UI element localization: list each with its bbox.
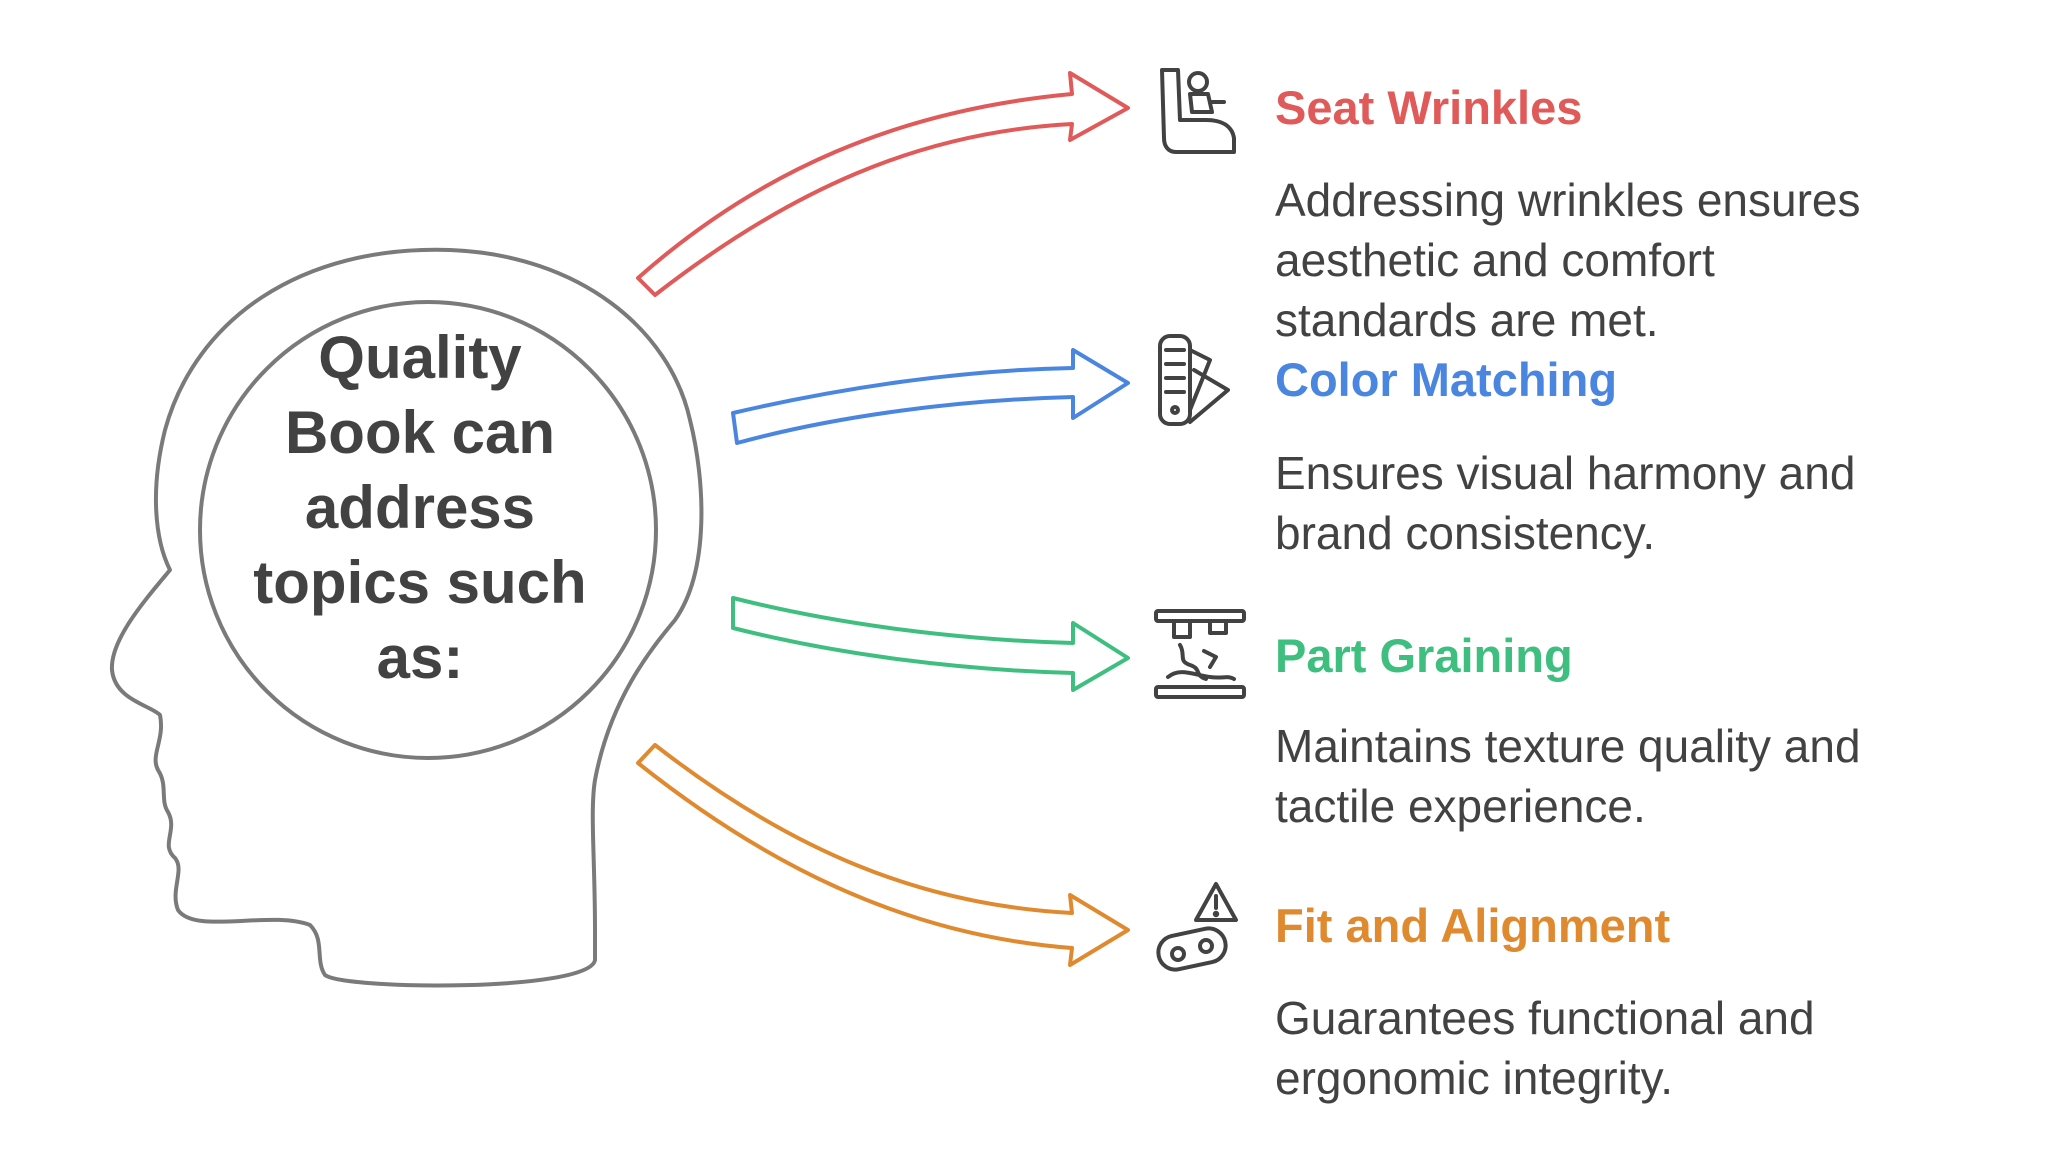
car-seat-icon: [1150, 60, 1250, 160]
description-line: brand consistency.: [1275, 507, 1656, 559]
seat-wrinkles-title: Seat Wrinkles: [1275, 81, 1583, 134]
description-line: ergonomic integrity.: [1275, 1052, 1673, 1104]
head-caption-line: Book can: [284, 399, 556, 466]
head-inner-circle: [198, 300, 658, 760]
description-line: Addressing wrinkles ensures: [1275, 174, 1861, 226]
fit-alignment-title: Fit and Alignment: [1275, 899, 1671, 952]
part-graining-title: Part Graining: [1275, 629, 1573, 682]
head-caption-line: address: [304, 474, 536, 541]
description-line: Ensures visual harmony and: [1275, 447, 1856, 499]
press-mold-icon: [1150, 605, 1250, 705]
head-caption-line: topics such: [253, 549, 587, 616]
description-line: aesthetic and comfort: [1275, 234, 1715, 286]
head-caption-line: as:: [376, 624, 464, 691]
head-silhouette: [109, 247, 704, 988]
head-caption-line: Quality: [318, 324, 522, 391]
head-caption: Quality Book can address topics such as:: [240, 320, 600, 695]
seat-wrinkles-description: Addressing wrinkles ensures aesthetic an…: [1275, 170, 1975, 350]
description-line: Guarantees functional and: [1275, 992, 1815, 1044]
arrow-color-matching: [731, 348, 1130, 445]
arrow-fit-alignment: [636, 743, 1130, 967]
color-matching-description: Ensures visual harmony and brand consist…: [1275, 443, 1975, 563]
part-graining-description: Maintains texture quality and tactile ex…: [1275, 716, 1975, 836]
description-line: Maintains texture quality and: [1275, 720, 1861, 772]
conveyor-warning-icon: [1150, 880, 1250, 980]
arrow-part-graining: [731, 596, 1130, 692]
fit-alignment-description: Guarantees functional and ergonomic inte…: [1275, 988, 1975, 1108]
description-line: standards are met.: [1275, 294, 1659, 346]
description-line: tactile experience.: [1275, 780, 1646, 832]
color-swatch-icon: [1150, 330, 1250, 430]
arrow-seat-wrinkles: [636, 71, 1130, 297]
color-matching-title: Color Matching: [1275, 353, 1618, 406]
